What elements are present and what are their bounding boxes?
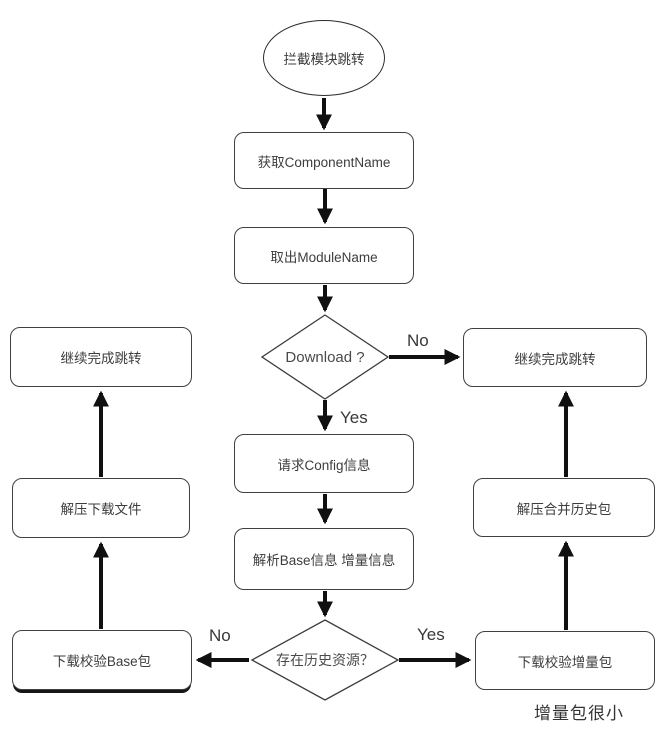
edge-label-download-no: No [407, 331, 429, 350]
node-download-decision: Download ? [262, 315, 388, 399]
node-start: 拦截模块跳转 [263, 20, 385, 96]
node-download-incremental: 下载校验增量包 [475, 631, 655, 690]
node-get-component-label: 获取ComponentName [257, 154, 391, 170]
node-continue-right: 继续完成跳转 [463, 328, 647, 387]
node-download-base-label: 下载校验Base包 [52, 654, 152, 669]
node-get-module: 取出ModuleName [234, 227, 414, 284]
node-unzip-merge: 解压合并历史包 [473, 478, 655, 537]
node-history-decision: 存在历史资源？ [252, 620, 398, 700]
node-download-decision-label: Download ? [285, 348, 365, 366]
node-continue-right-label: 继续完成跳转 [514, 351, 596, 367]
node-unzip-file: 解压下载文件 [12, 478, 190, 538]
node-get-module-label: 取出ModuleName [270, 249, 378, 265]
incremental-note: 增量包很小 [534, 704, 624, 723]
node-unzip-file-label: 解压下载文件 [60, 502, 142, 517]
node-request-config: 请求Config信息 [234, 434, 414, 493]
decision-download-shape [260, 314, 390, 400]
decision-history-shape [250, 619, 400, 701]
edge-label-history-yes: Yes [417, 625, 445, 644]
node-unzip-merge-label: 解压合并历史包 [516, 501, 612, 517]
node-request-config-label: 请求Config信息 [277, 457, 371, 473]
edge-label-history-no: No [209, 626, 231, 645]
edge-label-download-yes: Yes [340, 408, 368, 427]
node-parse-base-label: 解析Base信息 增量信息 [252, 553, 396, 568]
node-download-incremental-label: 下载校验增量包 [517, 654, 613, 670]
node-start-label: 拦截模块跳转 [283, 52, 365, 67]
node-continue-left-label: 继续完成跳转 [60, 351, 142, 366]
node-get-component: 获取ComponentName [234, 132, 414, 189]
node-parse-base: 解析Base信息 增量信息 [234, 528, 414, 590]
node-history-decision-label: 存在历史资源？ [276, 652, 374, 668]
node-continue-left: 继续完成跳转 [10, 327, 192, 387]
node-download-base: 下载校验Base包 [12, 630, 192, 690]
